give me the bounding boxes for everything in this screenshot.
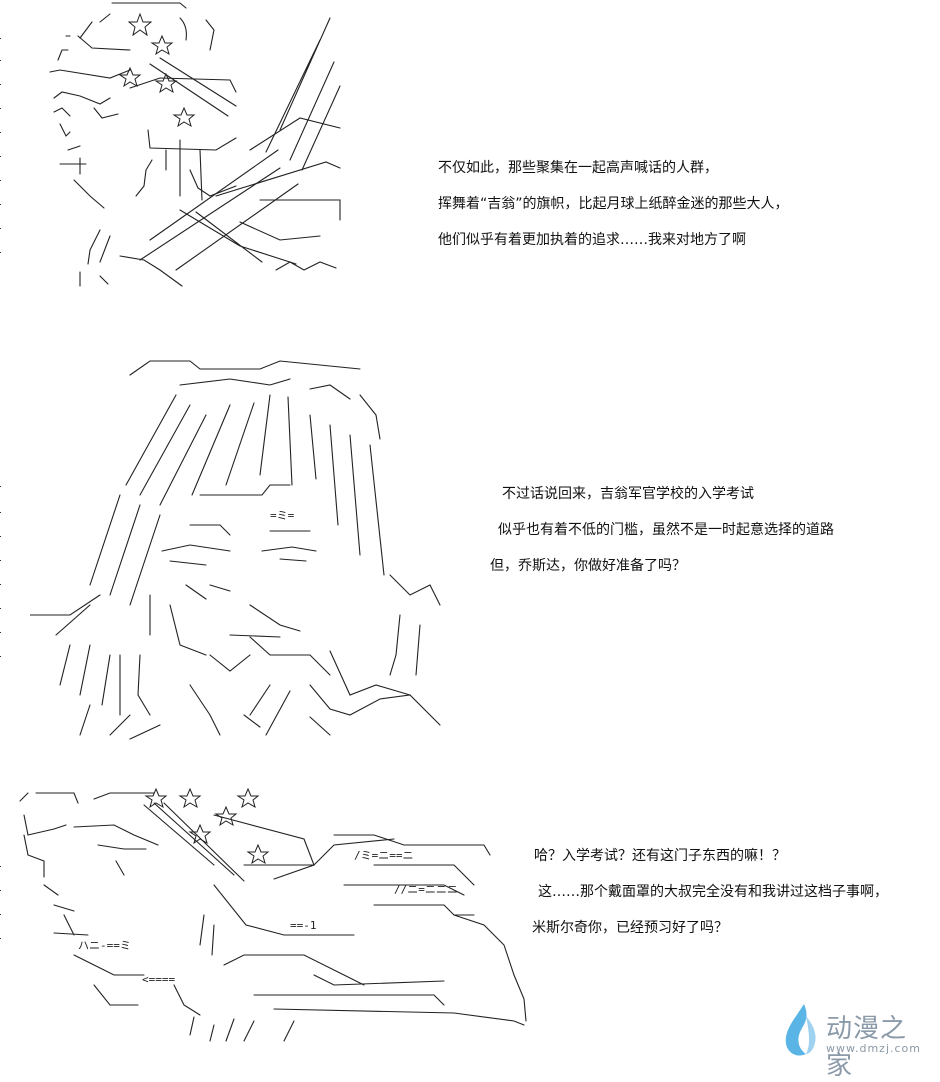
panel-2-character-art: =ミ=	[30, 355, 450, 740]
star-icon	[172, 106, 196, 128]
panel-2-dialog: 不过话说回来，吉翁军官学校的入学考试 似乎也有着不低的门槛，虽然不是一时起意选择…	[490, 476, 834, 584]
watermark-title: 动漫之家	[826, 1014, 908, 1081]
left-edge-dots	[0, 38, 1, 939]
dialog-line: 挥舞着“吉翁”的旗帜，比起月球上纸醉金迷的那些大人，	[438, 196, 789, 212]
svg-text:==-1: ==-1	[290, 919, 317, 932]
dialog-line: 不过话说回来，吉翁军官学校的入学考试	[502, 486, 754, 502]
svg-text://ニ=ニニニ: //ニ=ニニニ	[394, 883, 458, 896]
svg-text:ハニ-==ミ: ハニ-==ミ	[78, 939, 131, 952]
star-icon	[178, 787, 202, 809]
dialog-line: 似乎也有着不低的门槛，虽然不是一时起意选择的道路	[498, 522, 834, 538]
svg-text:<====: <====	[142, 973, 175, 986]
star-icon	[246, 843, 270, 865]
panel-1-dialog: 不仅如此，那些聚集在一起高声喊话的人群， 挥舞着“吉翁”的旗帜，比起月球上纸醉金…	[438, 150, 789, 258]
star-icon	[154, 72, 178, 94]
svg-text:/ミ=ニ==ニ: /ミ=ニ==ニ	[354, 849, 414, 862]
water-drop-logo-icon	[785, 1004, 816, 1056]
star-icon	[144, 787, 168, 809]
dialog-line: 不仅如此，那些聚集在一起高声喊话的人群，	[438, 160, 718, 176]
dialog-line: 他们似乎有着更加执着的追求……我来对地方了啊	[438, 232, 746, 248]
dmzj-watermark: 动漫之家 www.dmzj.com	[780, 1002, 930, 1081]
star-icon	[236, 787, 260, 809]
star-icon	[127, 12, 153, 37]
panel-1-character-art	[40, 0, 350, 290]
star-icon	[188, 823, 212, 845]
dialog-line: 米斯尔奇你，已经预习好了吗？	[532, 920, 728, 936]
star-icon	[118, 66, 142, 88]
dialog-line: 这……那个戴面罩的大叔完全没有和我讲过这档子事啊，	[538, 884, 888, 900]
star-icon	[214, 805, 238, 827]
dialog-line: 哈？入学考试？还有这门子东西的嘛！？	[534, 848, 786, 864]
panel-3-dialog: 哈？入学考试？还有这门子东西的嘛！？ 这……那个戴面罩的大叔完全没有和我讲过这档…	[532, 838, 888, 946]
dialog-line: 但，乔斯达，你做好准备了吗？	[490, 558, 686, 574]
watermark-url: www.dmzj.com	[826, 1042, 921, 1055]
svg-text:=ミ=: =ミ=	[270, 509, 295, 522]
panel-3-character-art: /ミ=ニ==ニ //ニ=ニニニ ==-1 ハニ-==ミ <====	[14, 785, 534, 1045]
star-icon	[150, 34, 174, 56]
